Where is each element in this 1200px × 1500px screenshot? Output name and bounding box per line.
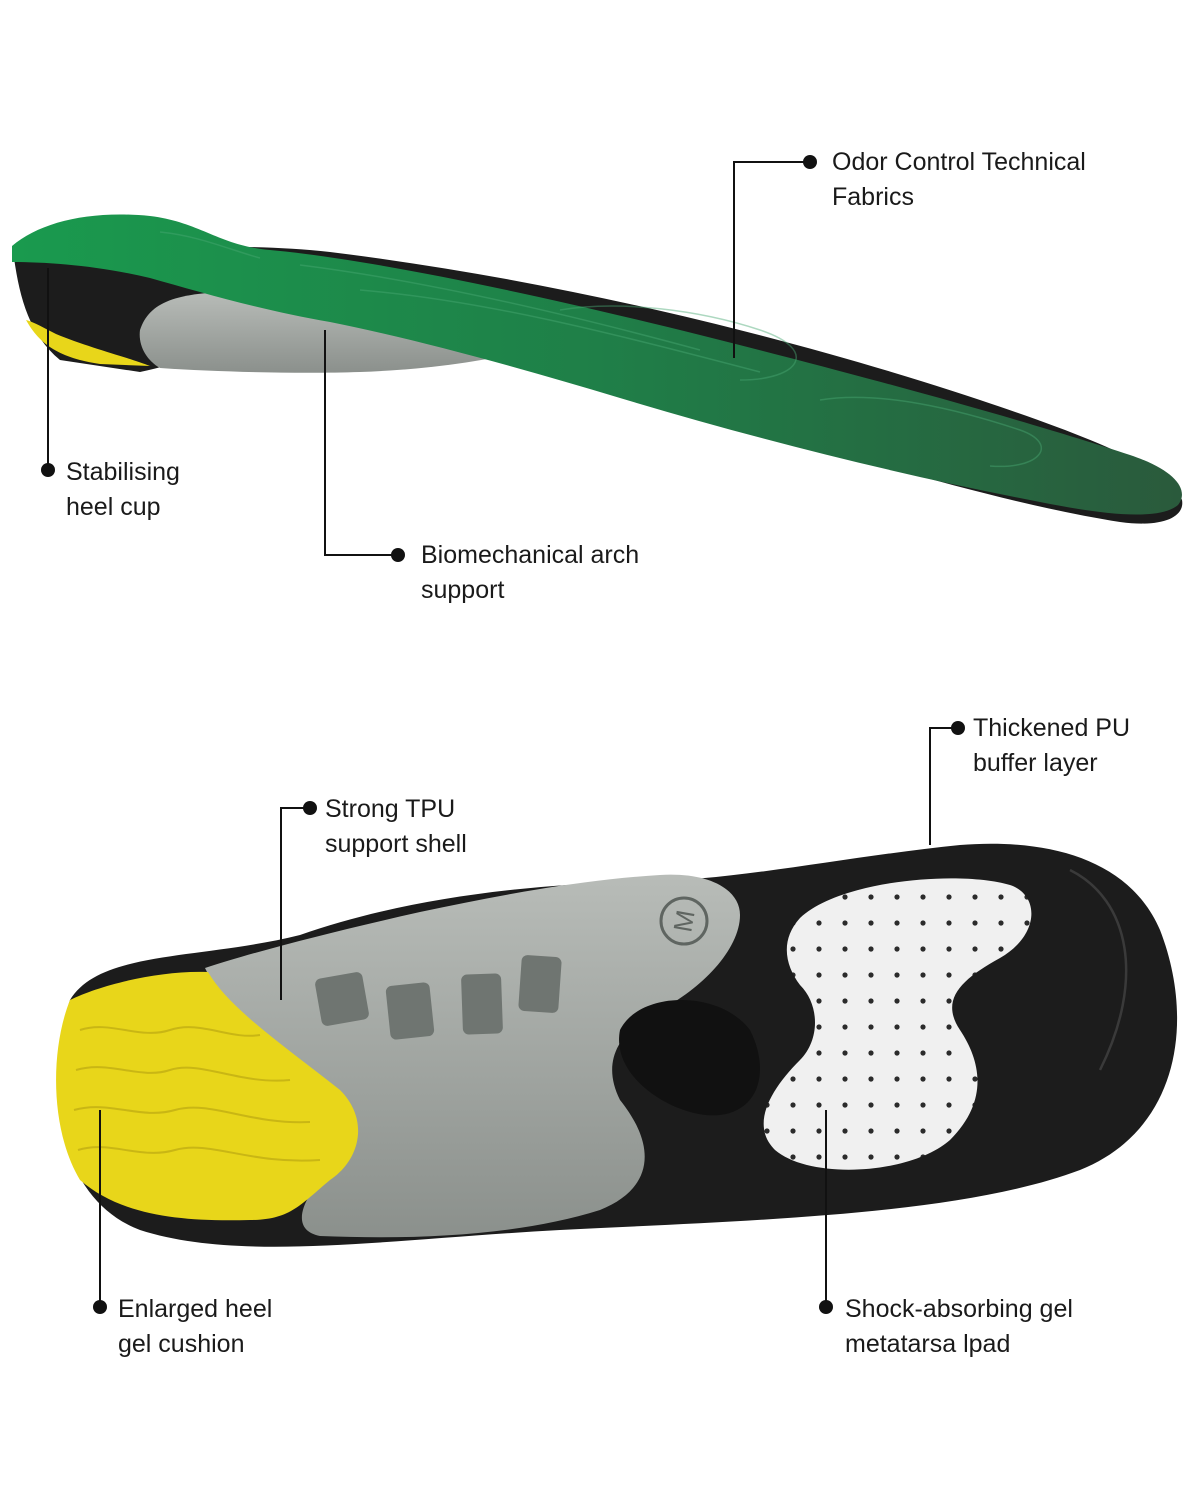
leader-lines — [47, 161, 958, 1307]
callout-heel-cup: Stabilising heel cup — [66, 455, 180, 525]
top-green-fabric — [12, 214, 1182, 515]
dot-heel-cup — [41, 463, 55, 477]
callout-heel-gel-line2: gel cushion — [118, 1330, 245, 1358]
callout-metatarsal-pad-line1: Shock-absorbing gel — [845, 1295, 1073, 1323]
top-heel-gel — [26, 320, 150, 366]
top-insole — [12, 214, 1183, 524]
fabric-pattern — [159, 231, 1042, 468]
dot-arch-support — [391, 548, 405, 562]
leader-tpu-shell — [280, 807, 310, 1000]
callout-arch-support: Biomechanical arch support — [421, 538, 639, 608]
dot-pu-buffer — [951, 721, 965, 735]
callout-arch-support-line1: Biomechanical arch — [421, 541, 640, 569]
callout-heel-cup-line2: heel cup — [66, 493, 161, 521]
callout-tpu-shell-line1: Strong TPU — [325, 795, 456, 823]
callout-odor-control-line1: Odor Control Technical — [832, 148, 1086, 176]
bottom-insole: M — [56, 843, 1178, 1247]
size-mark: M — [667, 908, 700, 935]
tpu-slots — [315, 955, 562, 1040]
callout-pu-buffer: Thickened PU buffer layer — [973, 711, 1130, 781]
pu-stitch — [1069, 868, 1128, 1071]
callout-metatarsal-pad: Shock-absorbing gel metatarsa lpad — [845, 1292, 1073, 1362]
leader-dots — [41, 155, 965, 1314]
callout-heel-gel-line1: Enlarged heel — [118, 1295, 273, 1323]
dot-odor-control — [803, 155, 817, 169]
leader-odor-control — [733, 161, 810, 358]
leader-arch-support — [324, 330, 398, 556]
bottom-tpu-shell — [205, 874, 740, 1238]
size-badge — [659, 896, 709, 946]
center-cavity — [619, 1000, 760, 1116]
leader-pu-buffer — [929, 727, 958, 845]
callout-metatarsal-pad-line2: metatarsa lpad — [845, 1330, 1011, 1358]
dot-metatarsal-pad — [819, 1300, 833, 1314]
callout-odor-control-line2: Fabrics — [832, 183, 914, 211]
dot-heel-gel — [93, 1300, 107, 1314]
metatarsal-pad — [763, 878, 1032, 1170]
top-arch-shell — [139, 291, 521, 373]
heel-gel-waves — [73, 1026, 321, 1162]
dot-tpu-shell — [303, 801, 317, 815]
callout-pu-buffer-line1: Thickened PU — [973, 714, 1131, 742]
callout-odor-control: Odor Control Technical Fabrics — [832, 145, 1086, 215]
callout-heel-gel: Enlarged heel gel cushion — [118, 1292, 272, 1362]
callout-pu-buffer-line2: buffer layer — [973, 749, 1098, 777]
callout-arch-support-line2: support — [421, 576, 505, 604]
bottom-heel-gel — [56, 971, 359, 1221]
callout-tpu-shell: Strong TPU support shell — [325, 792, 467, 862]
callout-heel-cup-line1: Stabilising — [66, 458, 180, 486]
callout-tpu-shell-line2: support shell — [325, 830, 467, 858]
